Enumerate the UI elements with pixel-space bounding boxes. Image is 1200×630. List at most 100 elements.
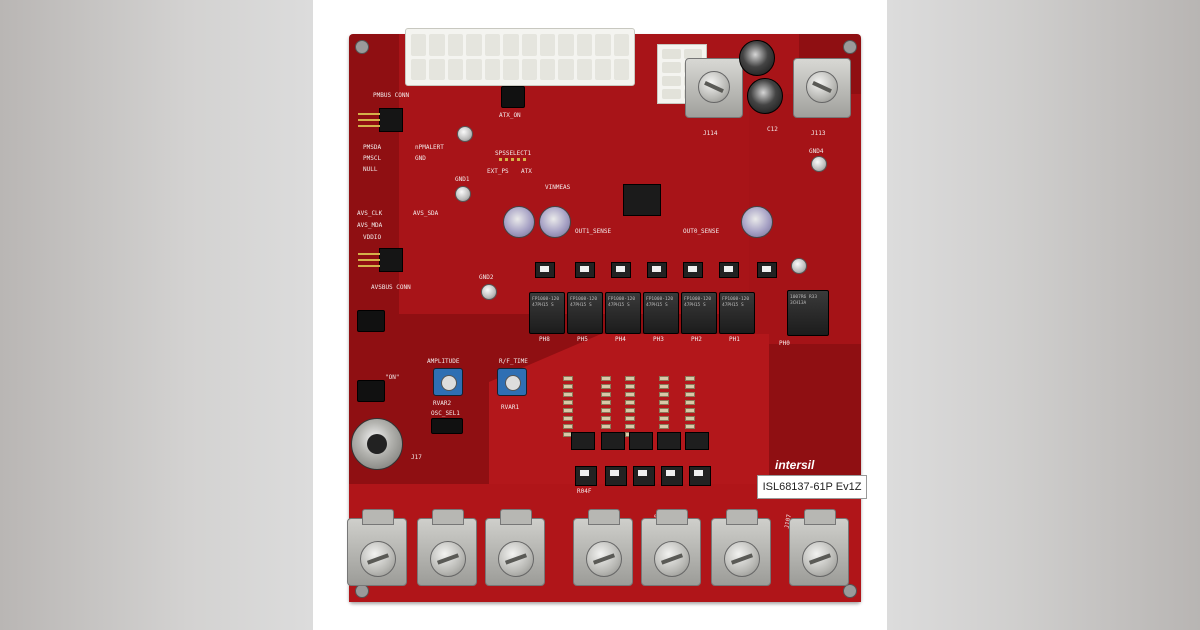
part-number-label: ISL68137-61P Ev1Z: [757, 475, 867, 499]
push-button: [357, 310, 385, 332]
bulk-capacitor: [747, 78, 783, 114]
label-j114: J114: [703, 130, 718, 137]
label-avs-mda: AVS_MDA: [357, 222, 383, 229]
inductor: FP1008-120 47PH15 S: [719, 292, 755, 334]
input-lug-j114: [685, 58, 743, 118]
label-gnd2: GND2: [479, 274, 494, 281]
pcb-board: J114 C12 J113 PMBUS CONN PMSDA PMSCL NUL…: [347, 28, 867, 602]
inductor: FP1008-120 47PH15 S: [643, 292, 679, 334]
label-atx-on: ATX_ON: [499, 112, 521, 119]
test-point-gnd1: [455, 186, 471, 202]
inductor: 1007R6 R33 3CH13A: [787, 290, 829, 336]
potentiometer-amplitude: [433, 368, 463, 396]
output-lug: [711, 509, 771, 586]
pmbus-header: [358, 108, 403, 132]
output-lug: [417, 509, 477, 586]
controller-ic: [623, 184, 661, 216]
label-j17: J17: [411, 454, 422, 461]
label-atx: ATX: [521, 168, 532, 175]
bulk-capacitor: [739, 40, 775, 76]
bnc-connector-j17: [351, 418, 403, 470]
input-lug-j113: [793, 58, 851, 118]
phase-switch: [757, 262, 777, 278]
power-stage: [629, 432, 653, 450]
label-pmsda: PMSDA: [363, 144, 382, 151]
intersil-logo: intersil: [775, 458, 815, 472]
mount-hole: [355, 584, 369, 598]
label-out0-sense: OUT0_SENSE: [683, 228, 720, 235]
label-npmalert: nPMALERT: [415, 144, 444, 151]
resistor-r04: [575, 466, 597, 486]
label-j113: J113: [811, 130, 826, 137]
on-push-button: [357, 380, 385, 402]
label-gnd: GND: [415, 155, 426, 162]
label-null: NULL: [363, 166, 378, 173]
mount-hole: [355, 40, 369, 54]
inductor: FP1008-120 47PH15 S: [529, 292, 565, 334]
capacitor-bank: [685, 376, 695, 440]
test-point: [457, 126, 473, 142]
label-ph4: PH4: [615, 336, 626, 343]
label-spsselect: SPSSELECT1: [495, 150, 532, 157]
label-on: "ON": [385, 374, 400, 381]
electrolytic-capacitor: [539, 206, 571, 238]
resistor-r04: [605, 466, 627, 486]
test-point-gnd2: [481, 284, 497, 300]
label-c12: C12: [767, 126, 778, 133]
output-lug: [347, 509, 407, 586]
label-ph0: PH0: [779, 340, 790, 347]
test-point: [791, 258, 807, 274]
resistor-r04: [661, 466, 683, 486]
power-stage: [601, 432, 625, 450]
label-ph5: PH5: [577, 336, 588, 343]
electrolytic-capacitor: [741, 206, 773, 238]
label-avs-sda: AVS_SDA: [413, 210, 439, 217]
label-vddio: VDDIO: [363, 234, 382, 241]
output-lug: [573, 509, 633, 586]
label-ph8: PH8: [539, 336, 550, 343]
output-lug: [485, 509, 545, 586]
label-rvar1: RVAR1: [501, 404, 520, 411]
label-r04: R04F: [577, 488, 592, 495]
power-stage: [685, 432, 709, 450]
label-avsbus-conn: AVSBUS CONN: [371, 284, 411, 291]
inductor: FP1008-120 47PH15 S: [681, 292, 717, 334]
label-ph2: PH2: [691, 336, 702, 343]
test-point-gnd4: [811, 156, 827, 172]
output-lug: [641, 509, 701, 586]
label-vinmeas: VINMEAS: [545, 184, 571, 191]
inductor: FP1008-120 47PH15 S: [605, 292, 641, 334]
osc-jumper: [431, 418, 463, 434]
atx-power-connector: [405, 28, 635, 86]
label-osc-sel: OSC_SEL1: [431, 410, 460, 417]
capacitor-bank: [625, 376, 635, 440]
label-gnd1: GND1: [455, 176, 470, 183]
capacitor-bank: [659, 376, 669, 440]
select-jumper: [499, 158, 529, 161]
label-rvar2: RVAR2: [433, 400, 452, 407]
background-left: [0, 0, 313, 630]
label-pmscl: PMSCL: [363, 155, 382, 162]
power-stage: [571, 432, 595, 450]
background-right: [887, 0, 1200, 630]
phase-switch: [575, 262, 595, 278]
phase-switch: [719, 262, 739, 278]
resistor-r04: [633, 466, 655, 486]
capacitor-bank: [563, 376, 573, 440]
label-pmbus-conn: PMBUS CONN: [373, 92, 410, 99]
output-lug: [789, 509, 849, 586]
capacitor-bank: [601, 376, 611, 440]
mount-hole: [843, 584, 857, 598]
phase-switch: [535, 262, 555, 278]
label-rf-time: R/F_TIME: [499, 358, 528, 365]
mount-hole: [843, 40, 857, 54]
label-ph3: PH3: [653, 336, 664, 343]
phase-switch: [647, 262, 667, 278]
resistor-r04: [689, 466, 711, 486]
power-stage: [657, 432, 681, 450]
label-ext-ps: EXT_PS: [487, 168, 509, 175]
avsbus-header: [358, 248, 403, 272]
photo-frame: J114 C12 J113 PMBUS CONN PMSDA PMSCL NUL…: [313, 0, 887, 630]
label-ph1: PH1: [729, 336, 740, 343]
label-amplitude: AMPLITUDE: [427, 358, 460, 365]
